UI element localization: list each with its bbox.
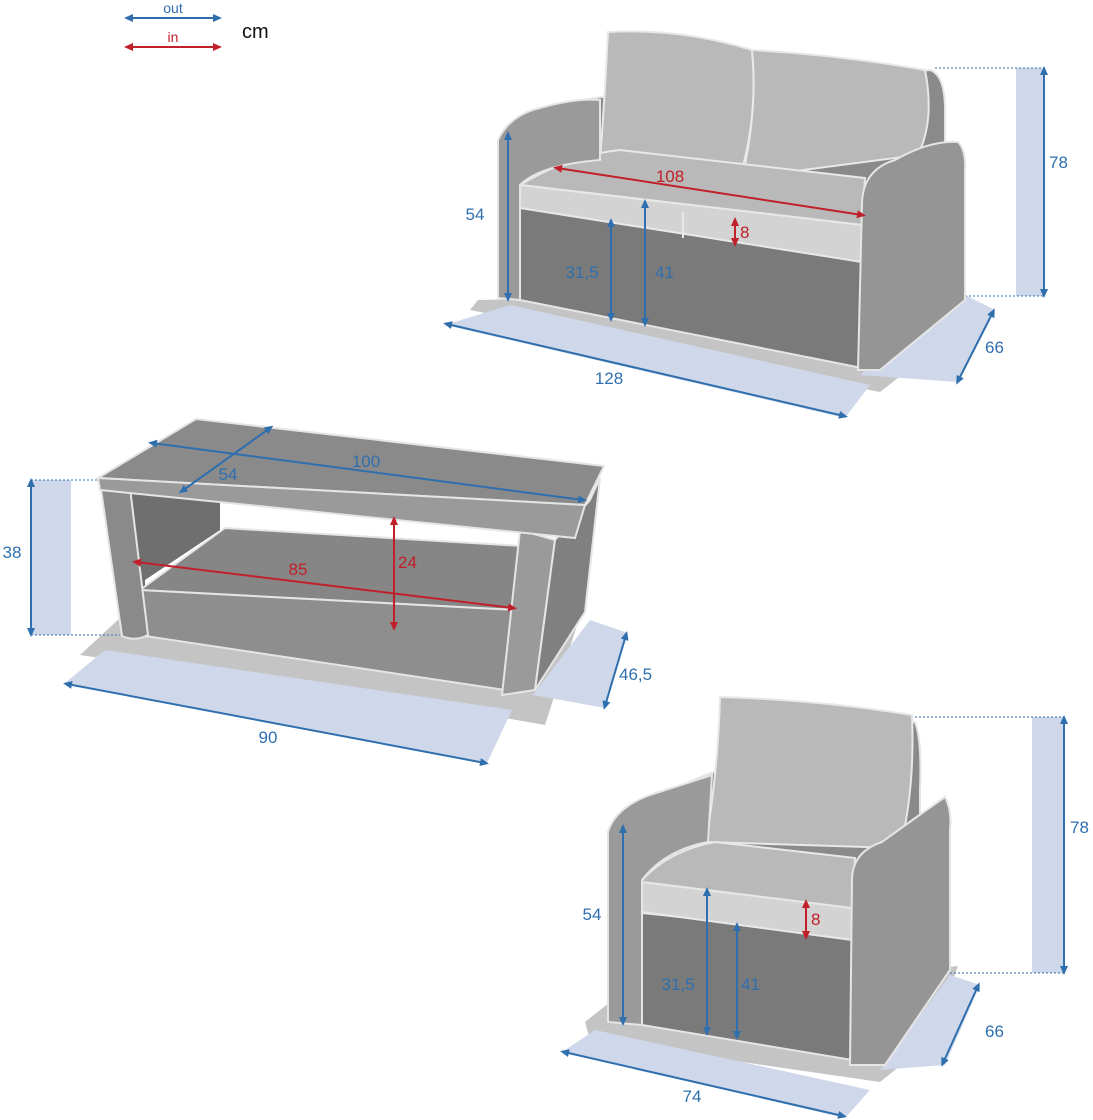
table-base-width-label: 90 xyxy=(259,728,278,747)
sofa-width-label: 128 xyxy=(595,369,623,388)
chair-arm-right xyxy=(848,795,952,1066)
chair-width-label: 74 xyxy=(683,1087,702,1106)
sofa-arm-height-label: 54 xyxy=(466,205,485,224)
sofa-seat-frame-height-label: 31,5 xyxy=(565,263,598,282)
chair-arm-height-label: 54 xyxy=(583,905,602,924)
table-top-depth-arrow xyxy=(178,425,274,494)
chair-width-arrow xyxy=(560,1049,847,1119)
table-base-depth-arrow xyxy=(602,631,629,710)
sofa-height-label: 78 xyxy=(1049,153,1068,172)
legend-out-label: out xyxy=(163,0,183,16)
sofa-arm-right xyxy=(856,140,967,371)
sofa-arm-left xyxy=(497,98,601,302)
table-shelf-width-arrow xyxy=(132,558,517,612)
chair-height-label: 78 xyxy=(1070,818,1089,837)
chair-depth-arrow xyxy=(941,982,980,1067)
sofa-drawing: 54 31,5 41 108 8 78 128 66 xyxy=(443,30,1068,419)
sofa-depth-arrow xyxy=(956,308,995,385)
table-base-width-arrow xyxy=(63,680,489,767)
sofa-height-band xyxy=(1016,68,1044,296)
table-base-depth-label: 46,5 xyxy=(619,665,652,684)
table-drawing: 100 54 38 85 24 90 46,5 xyxy=(3,417,652,767)
sofa-inner-width-label: 108 xyxy=(656,167,684,186)
table-height-label: 38 xyxy=(3,543,22,562)
legend: out in cm xyxy=(124,0,269,51)
sofa-back-cushion-left xyxy=(598,30,755,172)
sofa-depth-label: 66 xyxy=(985,338,1004,357)
sofa-back-cushion-right xyxy=(740,48,930,180)
chair-arm-left xyxy=(607,773,714,1027)
table-top-width-label: 100 xyxy=(352,452,380,471)
table-shelf-width-label: 85 xyxy=(289,560,308,579)
table-height-band xyxy=(31,480,71,635)
chair-cushion-thickness-label: 8 xyxy=(811,910,820,929)
sofa-width-arrow xyxy=(443,321,848,419)
sofa-cushion-thickness-label: 8 xyxy=(740,223,749,242)
table-clearance-label: 24 xyxy=(398,553,417,572)
sofa-seat-height-label: 41 xyxy=(655,263,674,282)
chair-drawing: 54 31,5 41 8 78 74 66 xyxy=(560,695,1089,1119)
sofa-inner-width-arrow xyxy=(553,164,866,219)
chair-depth-label: 66 xyxy=(985,1022,1004,1041)
chair-seat-height-label: 41 xyxy=(741,975,760,994)
chair-seat-frame-height-label: 31,5 xyxy=(661,975,694,994)
table-top-depth-label: 54 xyxy=(219,465,238,484)
legend-unit: cm xyxy=(242,21,269,43)
chair-back-cushion xyxy=(704,695,914,850)
chair-height-band xyxy=(1032,717,1064,973)
legend-in-label: in xyxy=(168,29,179,45)
